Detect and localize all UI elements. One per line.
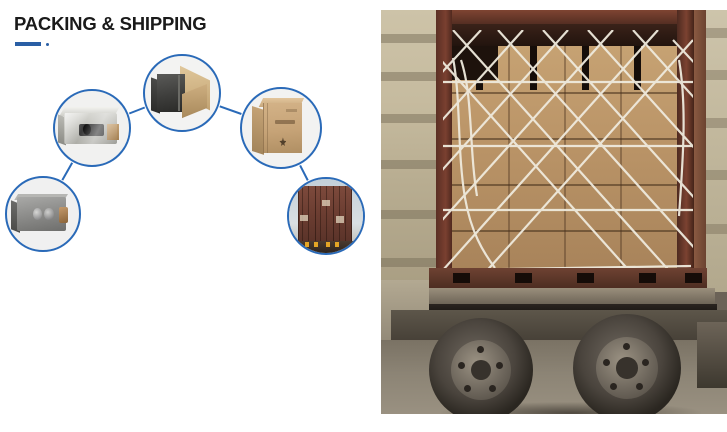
process-node-bare-safe[interactable] bbox=[5, 176, 81, 252]
truck-wheel-front bbox=[573, 314, 681, 414]
door-frame-right-outer bbox=[694, 10, 706, 290]
connector-4-5 bbox=[299, 164, 309, 181]
process-node-film-wrapped-safe[interactable] bbox=[53, 89, 131, 167]
diagram-connector-lines bbox=[61, 105, 309, 181]
packing-process-diagram bbox=[0, 50, 378, 280]
container-wall-left bbox=[381, 10, 437, 295]
connector-2-3 bbox=[128, 106, 146, 115]
cargo-net bbox=[443, 30, 693, 275]
page-title: PACKING & SHIPPING bbox=[14, 13, 207, 34]
accent-dot bbox=[46, 43, 49, 46]
mud-flap bbox=[697, 322, 727, 388]
chassis-rail bbox=[421, 288, 715, 305]
truck-wheel-rear bbox=[429, 318, 533, 414]
process-node-carton-folding[interactable] bbox=[143, 54, 221, 132]
process-node-sealed-carton[interactable] bbox=[240, 87, 322, 169]
title-accent-underline bbox=[15, 40, 57, 49]
process-node-shipping-containers[interactable] bbox=[287, 177, 365, 255]
sealed-carton-image bbox=[242, 89, 320, 167]
bare-safe-image bbox=[7, 178, 79, 250]
carton-folding-image bbox=[145, 56, 219, 130]
loaded-container-photo bbox=[381, 10, 727, 414]
shipping-containers-image bbox=[289, 179, 363, 253]
accent-bar bbox=[15, 42, 41, 46]
truck-bed-rail bbox=[429, 268, 707, 290]
film-wrapped-safe-image bbox=[55, 91, 129, 165]
door-frame-top bbox=[436, 10, 694, 26]
connector-1-2 bbox=[61, 162, 74, 181]
connector-3-4 bbox=[219, 105, 242, 115]
